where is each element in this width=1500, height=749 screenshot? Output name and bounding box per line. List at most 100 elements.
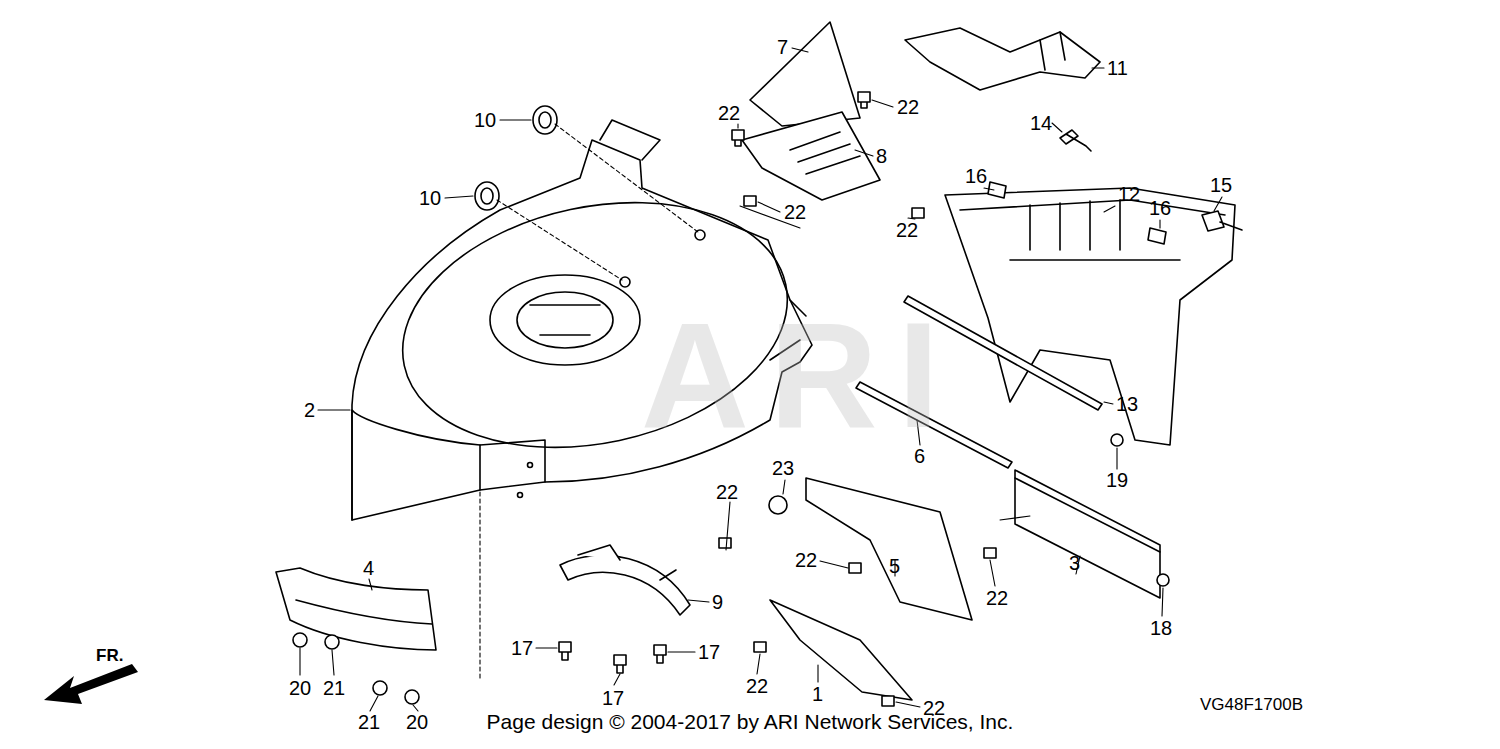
callout-number: 13 bbox=[1116, 394, 1138, 414]
illustration-line bbox=[373, 681, 387, 695]
copyright-note: Page design © 2004-2017 by ARI Network S… bbox=[487, 712, 1014, 732]
illustration-line bbox=[1015, 478, 1160, 552]
illustration-line bbox=[1148, 228, 1166, 244]
illustration-line bbox=[820, 561, 848, 568]
illustration-line bbox=[1162, 588, 1163, 616]
illustration-line bbox=[614, 674, 620, 685]
illustration-line bbox=[293, 633, 307, 647]
illustration-line bbox=[984, 188, 994, 190]
illustration-line bbox=[559, 642, 571, 660]
leader-lines bbox=[300, 48, 1222, 711]
illustration-line bbox=[817, 665, 818, 682]
callout-number: 22 bbox=[795, 550, 817, 570]
illustration-line bbox=[719, 538, 731, 548]
illustration-line bbox=[737, 124, 738, 128]
illustration-line bbox=[600, 120, 660, 160]
callout-number: 18 bbox=[1150, 618, 1172, 638]
illustration-line bbox=[405, 690, 419, 704]
hardware bbox=[293, 92, 1242, 706]
illustration-line bbox=[790, 132, 860, 174]
illustration-line bbox=[445, 196, 473, 198]
illustration-line bbox=[1104, 206, 1115, 212]
illustration-line bbox=[754, 642, 766, 652]
illustration-line bbox=[1116, 448, 1117, 469]
illustration-line bbox=[296, 600, 432, 624]
illustration-line bbox=[984, 548, 996, 558]
illustration-line bbox=[1030, 200, 1120, 250]
illustration-line bbox=[539, 112, 551, 128]
illustration-line bbox=[769, 496, 787, 514]
callout-number: 17 bbox=[511, 638, 533, 658]
illustration-line bbox=[332, 650, 334, 675]
illustration-line bbox=[528, 463, 533, 468]
callout-number: 22 bbox=[897, 97, 919, 117]
illustration-line bbox=[1052, 123, 1062, 132]
illustration-line bbox=[770, 600, 912, 700]
illustration-line bbox=[912, 208, 924, 218]
callout-number: 9 bbox=[712, 592, 723, 612]
illustration-line bbox=[517, 292, 613, 348]
illustration-line bbox=[1040, 32, 1065, 70]
drawing-code: VG48F1700B bbox=[1200, 695, 1303, 715]
illustration-line bbox=[299, 648, 300, 675]
illustration-line bbox=[352, 410, 480, 520]
illustration-line bbox=[536, 647, 557, 648]
illustration-line bbox=[481, 188, 493, 204]
callout-number: 17 bbox=[602, 688, 624, 708]
illustration-line bbox=[1015, 470, 1160, 598]
watermark: ARI bbox=[641, 300, 959, 450]
illustration-line bbox=[905, 28, 1100, 90]
callout-number: 21 bbox=[323, 678, 345, 698]
illustration-line bbox=[849, 563, 861, 573]
illustration-line bbox=[742, 112, 880, 200]
illustration-line bbox=[750, 22, 860, 126]
illustration-line bbox=[475, 182, 499, 210]
callout-number: 7 bbox=[777, 37, 788, 57]
rear-flap bbox=[1015, 470, 1160, 598]
illustration-line bbox=[620, 277, 630, 287]
callout-number: 22 bbox=[986, 588, 1008, 608]
callout-number: 22 bbox=[784, 202, 806, 222]
illustration-line bbox=[726, 502, 730, 550]
chute-plates bbox=[742, 22, 1100, 200]
illustration-line bbox=[988, 182, 1006, 198]
callout-number: 22 bbox=[896, 220, 918, 240]
illustration-line bbox=[732, 130, 744, 146]
illustration-line bbox=[413, 705, 418, 711]
callout-number: 22 bbox=[746, 676, 768, 696]
callout-number: 16 bbox=[965, 166, 987, 186]
illustration-line bbox=[688, 600, 709, 602]
illustration-line bbox=[560, 555, 690, 615]
callout-number: 3 bbox=[1069, 553, 1080, 573]
illustration-line bbox=[757, 654, 760, 674]
illustration-line bbox=[668, 651, 695, 652]
illustration-line bbox=[530, 305, 600, 335]
illustration-line bbox=[490, 275, 640, 365]
illustration-line bbox=[990, 560, 995, 586]
illustration-line bbox=[370, 696, 378, 711]
illustration-line bbox=[960, 200, 1225, 260]
illustration-line bbox=[318, 409, 350, 410]
illustration-line bbox=[276, 568, 436, 650]
callout-number: 4 bbox=[363, 558, 374, 578]
illustration-line bbox=[744, 196, 756, 206]
callout-number: 20 bbox=[289, 678, 311, 698]
illustration-line bbox=[518, 493, 523, 498]
callout-number: 8 bbox=[876, 146, 887, 166]
illustration-line bbox=[1202, 211, 1242, 231]
callout-number: 15 bbox=[1210, 175, 1232, 195]
illustration-line bbox=[872, 100, 893, 107]
callout-number: 20 bbox=[406, 712, 428, 732]
illustration-line bbox=[806, 478, 972, 620]
illustration-line bbox=[1092, 67, 1104, 68]
illustration-line bbox=[783, 480, 785, 494]
callout-number: 1 bbox=[812, 684, 823, 704]
callout-number: 16 bbox=[1149, 198, 1171, 218]
callout-number: 2 bbox=[304, 400, 315, 420]
illustration-line bbox=[497, 200, 622, 280]
illustration-line bbox=[792, 48, 808, 52]
illustration-line bbox=[500, 119, 531, 120]
callout-number: 5 bbox=[889, 556, 900, 576]
illustration-line bbox=[614, 655, 626, 673]
illustration-line bbox=[855, 150, 873, 156]
